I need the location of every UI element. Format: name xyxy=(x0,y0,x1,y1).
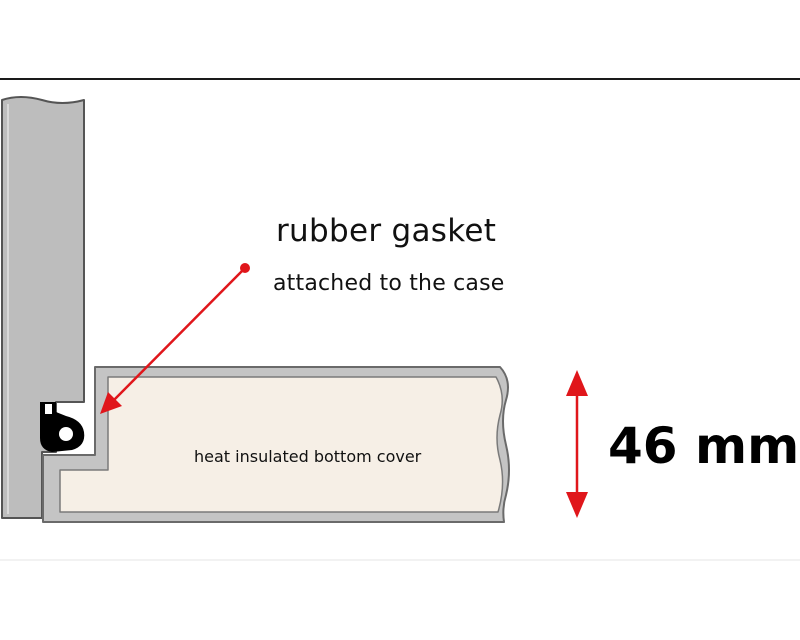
bottom-cover-insulation xyxy=(59,376,504,513)
cover-label: heat insulated bottom cover xyxy=(194,447,422,466)
gasket-title-label: rubber gasket xyxy=(276,213,497,249)
dimension-arrow-icon xyxy=(566,370,588,518)
pointer-arrow-icon xyxy=(100,263,250,414)
rubber-gasket-icon xyxy=(40,402,85,452)
gasket-subtitle-label: attached to the case xyxy=(273,271,505,296)
dimension-label: 46 mm xyxy=(608,417,800,475)
